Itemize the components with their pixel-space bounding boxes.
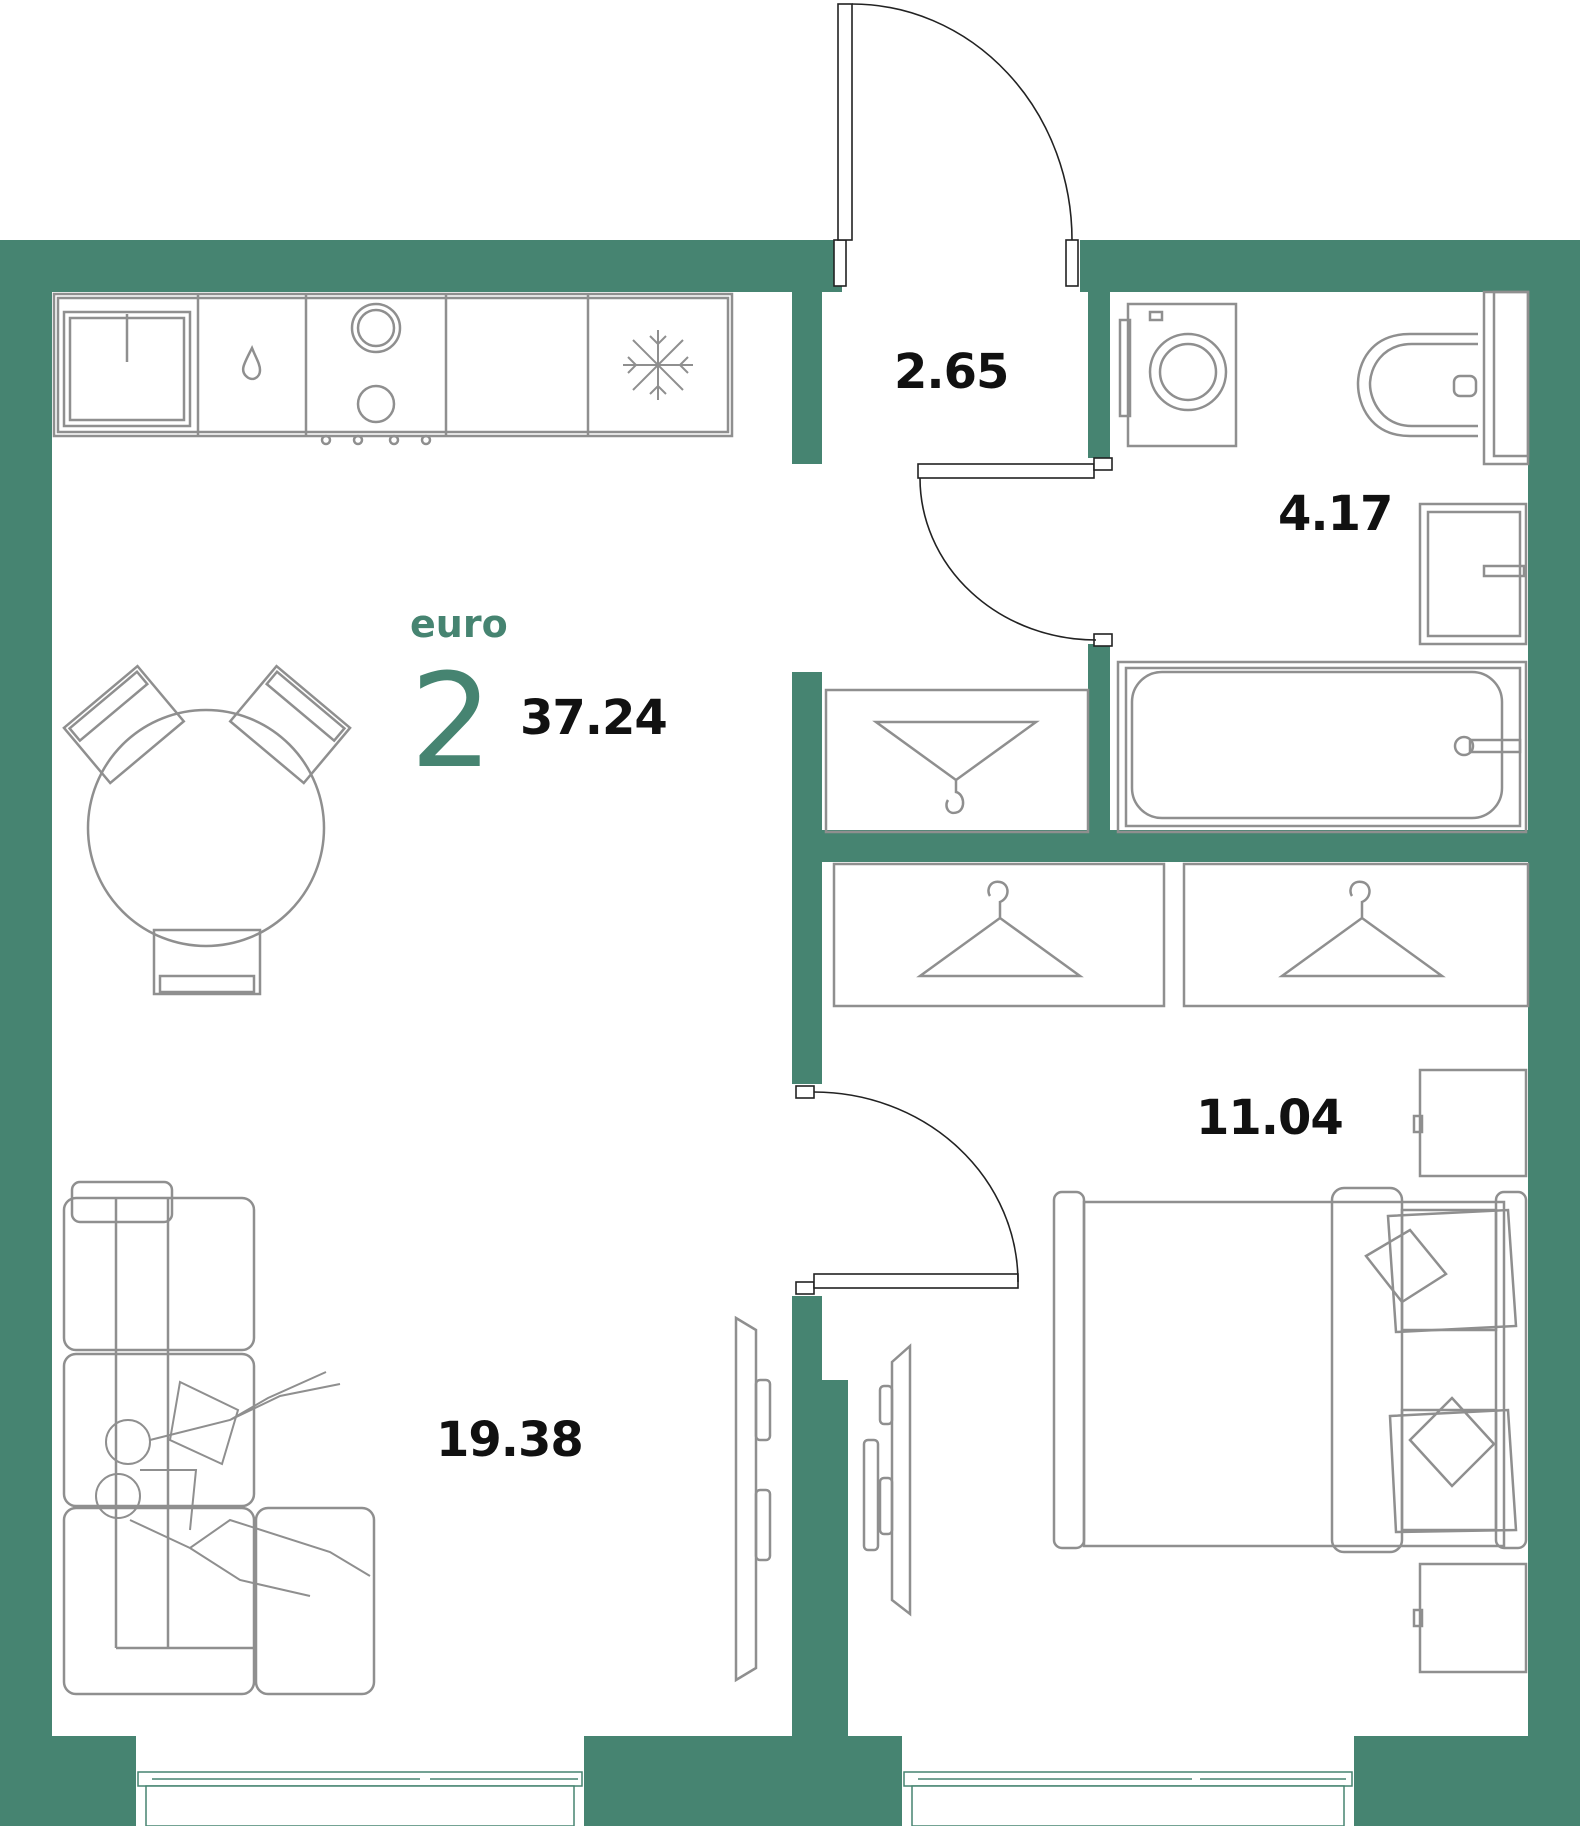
wall-left xyxy=(0,240,52,1826)
sink-icon xyxy=(62,310,192,428)
wall-right xyxy=(1528,240,1580,1826)
people-icon xyxy=(95,1371,371,1597)
washing-machine-icon xyxy=(1118,302,1238,448)
entrance-door-icon xyxy=(833,3,1079,287)
bathroom-door-icon xyxy=(917,457,1113,647)
wall-bath-left-top xyxy=(1088,292,1110,458)
wall-top-left xyxy=(0,240,842,292)
pillow-icon xyxy=(1364,1208,1518,1534)
snowflake-icon xyxy=(623,330,693,400)
window-icon xyxy=(902,1736,1354,1826)
bedroom-wardrobe xyxy=(832,862,1530,1008)
washbasin-icon xyxy=(1418,502,1528,646)
wall-bottom-3 xyxy=(1354,1736,1580,1826)
furniture xyxy=(52,290,1530,1696)
bed-icon xyxy=(1052,1186,1528,1554)
hanger-icon xyxy=(916,880,1084,978)
window-icon xyxy=(136,1736,584,1826)
nightstand-icon xyxy=(1412,1068,1528,1674)
walls xyxy=(0,240,1580,1826)
area-bedroom: 11.04 xyxy=(1196,1090,1344,1146)
faucet-drop-icon xyxy=(241,344,262,381)
tv-icon xyxy=(734,1315,772,1683)
wall-bottom-1 xyxy=(0,1736,136,1826)
wall-bath-left-bottom xyxy=(1088,644,1110,834)
toilet-icon xyxy=(1356,290,1530,466)
hanger-icon xyxy=(1278,880,1446,978)
area-living-kitchen: 19.38 xyxy=(436,1412,584,1468)
area-bathroom: 4.17 xyxy=(1278,486,1393,542)
tv-icon xyxy=(862,1343,912,1617)
total-area-label: 37.24 xyxy=(520,690,668,746)
wall-top-right xyxy=(1080,240,1580,292)
area-hallway: 2.65 xyxy=(894,344,1009,400)
sofa-icon xyxy=(62,1180,376,1696)
wall-partition-lower-stub xyxy=(792,1380,848,1736)
wall-bath-bottom xyxy=(822,830,1528,862)
wall-partition-mid xyxy=(792,672,822,1084)
hallway-wardrobe xyxy=(824,688,1090,834)
wall-bottom-2 xyxy=(584,1736,902,1826)
dining-table-icon xyxy=(62,664,352,996)
apartment-type-label: euro xyxy=(410,602,508,646)
bedroom-door-icon xyxy=(795,1085,1019,1295)
bathtub-icon xyxy=(1116,660,1528,834)
stove-icon xyxy=(320,302,432,446)
wall-partition-upper xyxy=(792,292,822,464)
room-count-label: 2 xyxy=(410,645,493,797)
